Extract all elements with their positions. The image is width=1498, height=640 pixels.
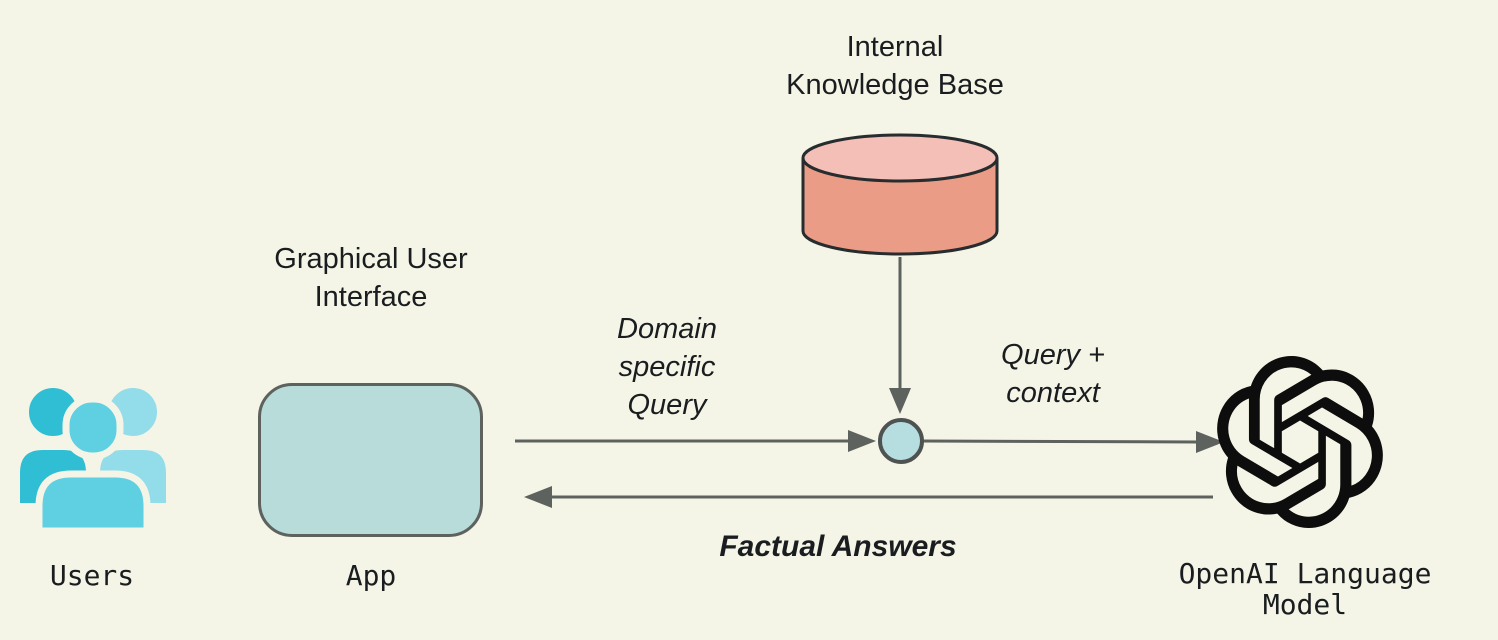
domain-query-line3: Query <box>627 389 707 421</box>
arrow-junction-to-openai <box>920 431 1224 453</box>
app-node <box>258 383 483 537</box>
app-label: App <box>345 559 397 592</box>
query-context-line2: context <box>1006 377 1100 409</box>
domain-query-line1: Domain <box>617 313 717 345</box>
knowledge-base-title: Internal Knowledge Base <box>786 28 1004 104</box>
users-icon <box>13 380 173 536</box>
query-context-line1: Query + <box>1001 339 1105 371</box>
arrow-app-to-junction <box>515 430 876 452</box>
openai-label: OpenAI Language Model <box>1179 558 1432 620</box>
arrow-openai-to-app <box>524 486 1213 508</box>
gui-title-line2: Interface <box>314 281 428 313</box>
gui-title: Graphical User Interface <box>274 240 467 316</box>
domain-query-label: Domain specific Query <box>617 310 717 424</box>
knowledge-base-title-line1: Internal <box>846 31 944 63</box>
gui-title-line1: Graphical User <box>274 243 468 275</box>
cylinder-body <box>801 158 999 256</box>
user-front-center <box>35 395 151 535</box>
factual-answers-label: Factual Answers <box>719 530 957 563</box>
openai-label-line2: Model <box>1262 588 1348 621</box>
domain-query-line2: specific <box>618 351 716 383</box>
query-context-label: Query + context <box>1001 336 1105 412</box>
openai-logo-icon <box>1216 356 1384 529</box>
cylinder-top <box>801 133 999 183</box>
knowledge-base-title-line2: Knowledge Base <box>786 69 1004 101</box>
database-cylinder-icon <box>800 132 1000 258</box>
merge-junction-node <box>878 418 924 464</box>
users-label: Users <box>49 559 135 592</box>
arrow-kb-to-junction <box>889 257 911 414</box>
openai-label-line1: OpenAI Language <box>1178 557 1432 590</box>
